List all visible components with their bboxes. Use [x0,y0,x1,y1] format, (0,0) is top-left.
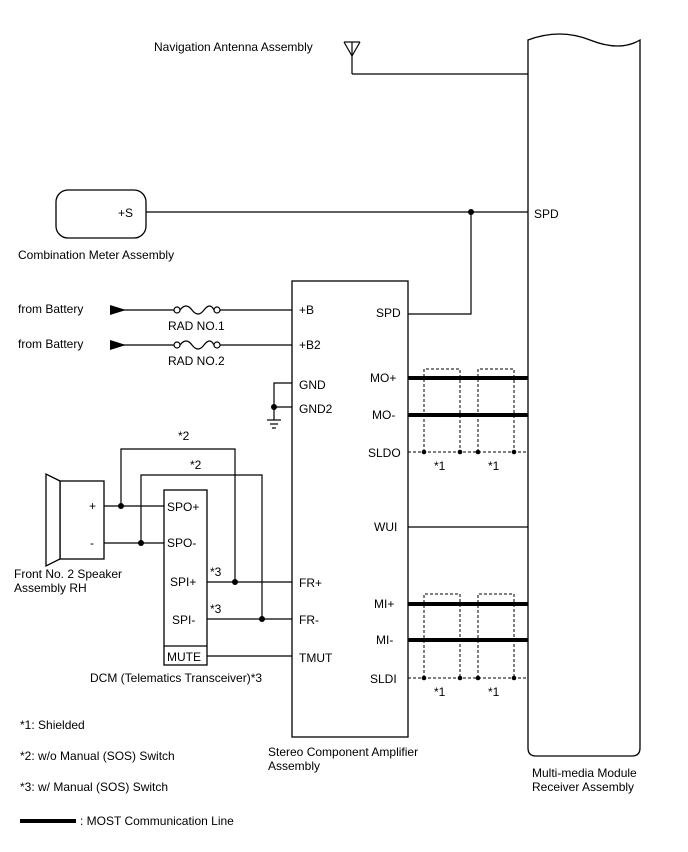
dcm-label: DCM (Telematics Transceiver)*3 [90,671,262,685]
shield-dots [421,449,517,681]
dcm-terminal-spi-plus: SPI+ [170,575,196,589]
speaker-minus-terminal: - [90,536,94,550]
dcm-terminal-spo-minus: SPO- [167,536,196,550]
speaker-label-2: Assembly RH [14,581,87,595]
fr-plus-junction [232,579,238,585]
antenna-icon [343,41,361,74]
gnd-wire [273,382,292,420]
fuse-icon [173,305,221,315]
fr-minus-junction [259,616,265,622]
amp-terminal-sldo: SLDO [368,446,401,460]
amp-terminal-mi-plus: MI+ [374,597,394,611]
amplifier-box [291,280,409,738]
amp-terminal-fr-minus: FR- [299,613,319,627]
fuse-label-1: RAD NO.1 [168,319,225,333]
combination-meter-label: Combination Meter Assembly [18,248,174,262]
amplifier-label-1: Stereo Component Amplifier [268,745,418,759]
amp-terminal-sldi: SLDI [370,672,397,686]
receiver-label-2: Receiver Assembly [532,780,634,794]
speaker-plus-terminal: + [89,499,96,513]
note-wo-sos: *2: w/o Manual (SOS) Switch [20,749,175,763]
amp-terminal-mo-plus: MO+ [370,371,396,385]
receiver-block [527,33,641,757]
fuse-label-2: RAD NO.2 [168,354,225,368]
arrow-icon [110,305,126,315]
amp-terminal-tmut: TMUT [299,651,333,665]
meter-s-terminal: +S [118,206,133,220]
battery-label-1: from Battery [18,302,83,316]
gnd-junction [271,404,277,410]
shield-i-2 [477,593,515,678]
shield-mark-4: *1 [488,685,500,699]
w2-mark-top: *2 [178,429,190,443]
fuse-icon [173,340,221,350]
speaker-icon [45,472,105,568]
receiver-spd-terminal: SPD [534,207,559,221]
amplifier-label-2: Assembly [268,759,320,773]
amp-terminal-b: +B [299,303,314,317]
ground-icon [267,419,281,429]
shield-o-2 [477,368,515,452]
amp-terminal-spd: SPD [376,306,401,320]
arrow-icon [110,340,126,350]
amp-terminal-gnd2: GND2 [299,402,333,416]
note-w-sos: *3: w/ Manual (SOS) Switch [20,780,168,794]
dcm-box [163,489,208,666]
amp-terminal-mo-minus: MO- [372,408,395,422]
note-shielded: *1: Shielded [20,718,85,732]
spd-branch-wire [408,212,472,315]
w2-mark-second: *2 [190,458,202,472]
shield-o-1 [423,368,461,452]
receiver-label-1: Multi-media Module [532,766,637,780]
dcm-terminal-spi-minus: SPI- [172,613,195,627]
nav-antenna-label: Navigation Antenna Assembly [154,40,313,54]
combination-meter-box [55,189,147,239]
shield-mark-3: *1 [434,685,446,699]
shield-i-1 [423,593,461,678]
amp-terminal-gnd: GND [299,378,326,392]
dcm-terminal-spo-plus: SPO+ [167,500,199,514]
shield-mark-1: *1 [434,459,446,473]
fr-minus-bypass-wire [140,474,263,619]
amp-terminal-fr-plus: FR+ [299,576,322,590]
w3-mark-spi-minus: *3 [210,602,222,616]
legend-most-label: : MOST Communication Line [80,814,234,828]
w3-mark-spi-plus: *3 [210,565,222,579]
shield-mark-2: *1 [488,459,500,473]
battery-label-2: from Battery [18,337,83,351]
amp-terminal-wui: WUI [374,520,397,534]
amp-terminal-mi-minus: MI- [376,633,393,647]
dcm-terminal-mute: MUTE [167,650,201,664]
speaker-label-1: Front No. 2 Speaker [14,567,122,581]
amp-terminal-b2: +B2 [299,338,321,352]
fr-plus-bypass-wire [120,448,236,582]
